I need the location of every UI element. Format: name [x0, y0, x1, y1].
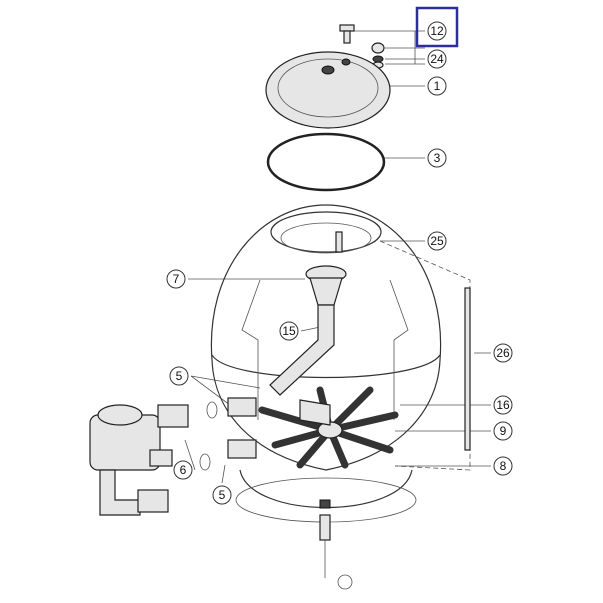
part-number: 26 — [496, 346, 510, 360]
lid-part-1 — [265, 51, 391, 129]
unions-part-5 — [199, 397, 257, 471]
part-number: 16 — [496, 398, 510, 412]
plug-part-12 — [339, 24, 355, 44]
part-number: 9 — [500, 424, 507, 438]
part-label-8[interactable]: 8 — [493, 456, 513, 476]
part-number: 6 — [180, 463, 187, 477]
part-label-16[interactable]: 16 — [493, 395, 513, 415]
part-number: 5 — [176, 369, 183, 383]
part-label-24[interactable]: 24 — [427, 49, 447, 69]
part-label-9[interactable]: 9 — [493, 421, 513, 441]
part-label-6[interactable]: 6 — [173, 460, 193, 480]
part-number: 8 — [500, 459, 507, 473]
diffuser-part-7 — [305, 265, 347, 306]
rod-part-26 — [464, 287, 471, 451]
drain-assembly — [319, 499, 353, 590]
part-label-1[interactable]: 1 — [427, 76, 447, 96]
part-number: 5 — [219, 488, 226, 502]
part-label-25[interactable]: 25 — [427, 231, 447, 251]
part-label-7[interactable]: 7 — [166, 269, 186, 289]
part-number: 7 — [173, 272, 180, 286]
part-number: 25 — [430, 234, 444, 248]
multiport-valve-part-6 — [89, 404, 189, 516]
part-label-5-lower[interactable]: 5 — [212, 485, 232, 505]
highlight-box — [415, 6, 459, 48]
o-ring-part-3 — [266, 132, 386, 192]
part-number: 3 — [434, 151, 441, 165]
nut-part-24 — [371, 42, 385, 69]
part-label-12[interactable]: 12 — [427, 21, 447, 41]
part-number: 12 — [430, 24, 444, 38]
vent-part-25 — [335, 231, 343, 253]
part-label-26[interactable]: 26 — [493, 343, 513, 363]
part-number: 1 — [434, 79, 441, 93]
part-label-3[interactable]: 3 — [427, 148, 447, 168]
part-number: 15 — [282, 324, 296, 338]
part-number: 24 — [430, 52, 444, 66]
part-label-5-upper[interactable]: 5 — [169, 366, 189, 386]
pipe-part-15 — [269, 304, 335, 396]
part-label-15[interactable]: 15 — [279, 321, 299, 341]
